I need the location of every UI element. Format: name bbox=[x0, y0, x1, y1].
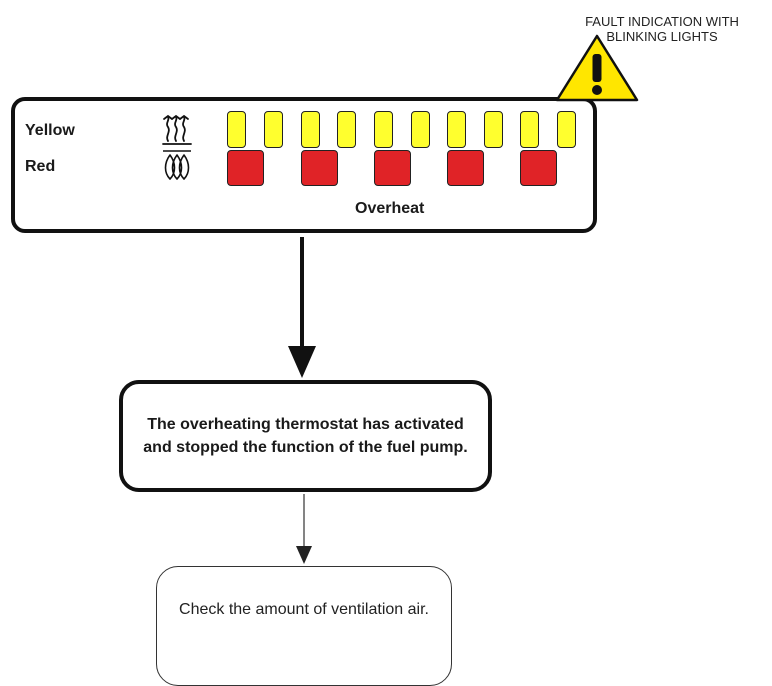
flame-icon bbox=[163, 150, 191, 180]
yellow-lamp bbox=[227, 111, 246, 148]
yellow-lamp bbox=[374, 111, 393, 148]
yellow-lamp bbox=[557, 111, 576, 148]
red-lamp bbox=[227, 150, 264, 186]
yellow-lamp bbox=[264, 111, 283, 148]
heat-waves-icon bbox=[162, 114, 192, 145]
action-text: Check the amount of ventilation air. bbox=[179, 601, 429, 618]
overheat-caption: Overheat bbox=[355, 200, 425, 217]
yellow-lamp bbox=[520, 111, 539, 148]
yellow-lamp bbox=[411, 111, 430, 148]
yellow-lamp bbox=[484, 111, 503, 148]
red-row-label: Red bbox=[25, 158, 56, 175]
yellow-lamp bbox=[447, 111, 466, 148]
red-lamp bbox=[301, 150, 338, 186]
cause-box: The overheating thermostat has activated… bbox=[119, 380, 492, 492]
yellow-lamp bbox=[337, 111, 356, 148]
red-lamp bbox=[374, 150, 411, 186]
arrow-head-action bbox=[296, 546, 312, 564]
yellow-lamp bbox=[301, 111, 320, 148]
arrow-head-main bbox=[288, 346, 316, 378]
action-box: Check the amount of ventilation air. bbox=[156, 566, 452, 686]
red-lamp bbox=[520, 150, 557, 186]
red-lamp bbox=[447, 150, 484, 186]
indicator-panel: Yellow Red bbox=[11, 97, 597, 233]
cause-text: The overheating thermostat has activated… bbox=[143, 416, 468, 456]
yellow-row-label: Yellow bbox=[25, 122, 75, 139]
warning-triangle-icon bbox=[555, 34, 639, 102]
fault-indication-note: FAULT INDICATION WITH BLINKING LIGHTS bbox=[585, 14, 739, 44]
